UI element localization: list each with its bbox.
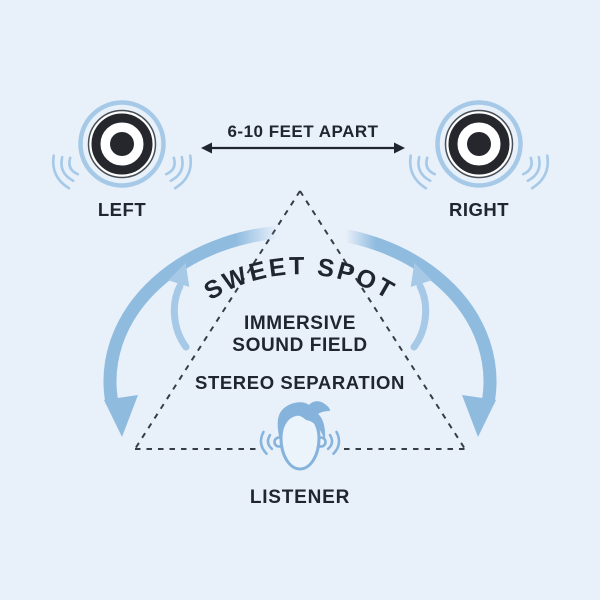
- right-speaker-icon: [405, 103, 552, 191]
- left-speaker-label: LEFT: [98, 199, 146, 220]
- benefit-stereo-separation: STEREO SEPARATION: [195, 372, 405, 393]
- small-arrow-left: [168, 262, 190, 351]
- left-speaker-icon: [48, 103, 195, 191]
- hair: [277, 401, 330, 441]
- benefit-immersive: IMMERSIVE: [244, 313, 356, 334]
- arc-stroke: [103, 224, 497, 405]
- listener-sound-waves: [259, 430, 341, 455]
- right-speaker-label: RIGHT: [449, 199, 509, 220]
- listener-label: LISTENER: [250, 487, 350, 508]
- benefit-sound-field: SOUND FIELD: [232, 335, 367, 356]
- distance-annotation: 6-10 FEET APART: [201, 122, 405, 154]
- arc-arrowhead-left: [104, 395, 138, 437]
- distance-arrowhead-right: [394, 142, 405, 154]
- listener-head-icon: [259, 401, 341, 471]
- small-arrowhead-left: [168, 262, 190, 288]
- distance-label: 6-10 FEET APART: [227, 122, 378, 141]
- sweet-spot-title: SWEET SPOT: [199, 252, 400, 306]
- small-arrowhead-right: [410, 262, 432, 288]
- small-arrow-right: [410, 262, 432, 351]
- sweet-spot-arc: [103, 224, 497, 437]
- arc-arrowhead-right: [462, 395, 496, 437]
- distance-arrowhead-left: [201, 142, 212, 154]
